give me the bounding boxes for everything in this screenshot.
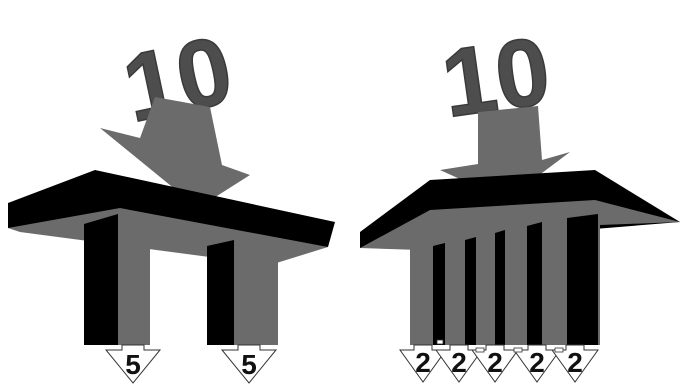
right-reaction-5-label: 2 <box>567 347 583 378</box>
right-reaction-4-label: 2 <box>529 347 545 378</box>
left-support-1-side <box>84 214 118 345</box>
left-reaction-1-label: 5 <box>125 349 141 380</box>
left-support-1-front <box>118 214 150 345</box>
right-reaction-3-label: 2 <box>487 347 503 378</box>
right-reaction-2-label: 2 <box>451 347 467 378</box>
right-support-2 <box>465 237 476 345</box>
right-support-1 <box>433 243 445 345</box>
left-support-2-side <box>207 240 234 345</box>
left-reaction-2-label: 5 <box>241 349 257 380</box>
left-reaction-arrow-1: 5 <box>106 345 160 383</box>
right-support-3 <box>495 230 505 345</box>
right-connector-2 <box>476 348 484 352</box>
left-reaction-arrow-2: 5 <box>222 345 276 383</box>
right-connector-4 <box>555 348 563 352</box>
left-support-2-front <box>234 240 278 345</box>
right-connector-3 <box>514 348 522 352</box>
right-reaction-1-label: 2 <box>415 347 431 378</box>
right-support-5 <box>567 214 598 345</box>
left-structure: 10 5 5 <box>8 16 335 383</box>
right-support-4 <box>527 222 542 345</box>
right-connector-1 <box>437 340 443 344</box>
right-structure: 10 2 2 2 2 <box>360 17 680 382</box>
